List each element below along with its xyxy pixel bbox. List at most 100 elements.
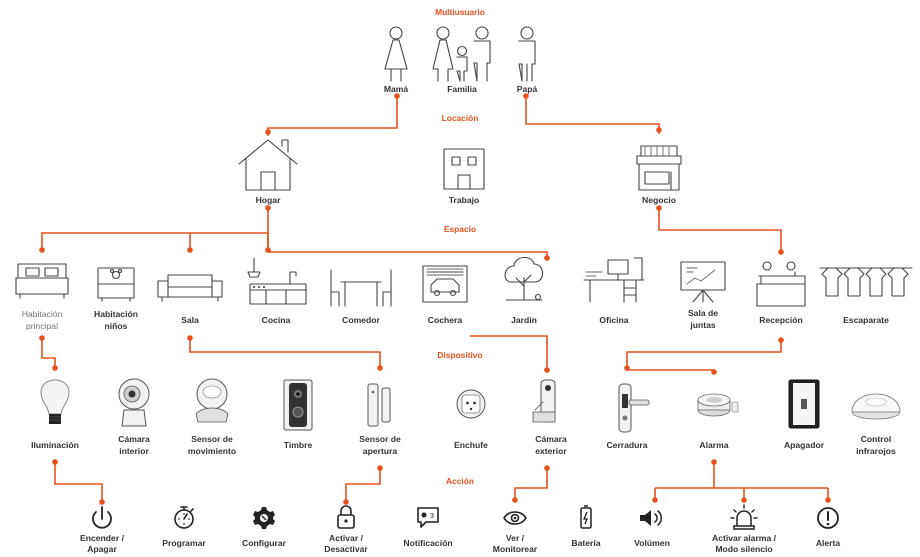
notification-badge-count: 3 [430, 513, 434, 520]
action-label-bateria: Batería [571, 538, 600, 548]
space-label-line: Habitación [22, 309, 63, 319]
action-label-volumen: Volúmen [634, 538, 670, 548]
action-label-line: Apagar [87, 544, 117, 554]
notification-bubble-icon: 3 [417, 507, 439, 528]
doorbell-icon [283, 379, 313, 431]
action-label-encender-apagar: Encender /Apagar [80, 533, 125, 554]
dot [377, 365, 383, 371]
dot [825, 497, 831, 503]
space-label-cochera: Cochera [428, 315, 463, 325]
user-label-familia: Familia [447, 84, 477, 94]
device-label-line: movimiento [188, 446, 236, 456]
dot [394, 93, 400, 99]
dot [711, 459, 717, 465]
dot [52, 365, 58, 371]
dot [544, 367, 550, 373]
dot [39, 335, 45, 341]
kids-bed-icon [97, 267, 135, 302]
dot [265, 247, 271, 253]
space-label-escaparate: Escaparate [843, 315, 889, 325]
device-label-apagador: Apagador [784, 440, 825, 450]
device-label-line: Sensor de [359, 434, 401, 444]
sofa-icon [157, 274, 223, 302]
ir-controller-icon [851, 393, 901, 420]
section-label-locacion: Locación [442, 113, 479, 123]
action-label-ver-monitorear: Ver /Monitorear [493, 533, 538, 554]
dot [656, 205, 662, 211]
door-sensor-icon [367, 383, 391, 427]
action-label-line: Activar alarma / [712, 533, 777, 543]
section-label-multiusuario: Multiusuario [435, 7, 485, 17]
space-label-line: Sala de [688, 308, 718, 318]
wall-switch-icon [788, 379, 820, 429]
section-label-dispositivo: Dispositivo [437, 350, 482, 360]
space-label-cocina: Cocina [262, 315, 291, 325]
kitchen-icon [247, 257, 307, 305]
space-label-line: juntas [689, 320, 716, 330]
dot [711, 369, 717, 375]
action-label-notificacion: Notificación [403, 538, 452, 548]
device-label-line: Sensor de [191, 434, 233, 444]
connector-dots [39, 93, 831, 505]
presentation-board-icon [680, 261, 726, 303]
dot [778, 249, 784, 255]
device-label-enchufe: Enchufe [454, 440, 488, 450]
garage-icon [422, 265, 468, 303]
action-label-line: Ver / [506, 533, 525, 543]
speaker-volume-icon [640, 510, 663, 526]
action-label-line: Desactivar [324, 544, 368, 554]
action-label-activar-alarma: Activar alarma /Modo silencio [712, 533, 777, 554]
device-label-sensor-de-movimiento: Sensor de movimiento [188, 434, 236, 456]
double-bed-icon [15, 263, 69, 299]
dining-table-icon [330, 269, 392, 307]
space-label-habitacion-ninos: Habitación niños [94, 309, 138, 331]
dot [343, 499, 349, 505]
desk-icon [583, 257, 645, 303]
battery-icon [580, 505, 592, 529]
device-label-line: Cámara [118, 434, 150, 444]
location-label-hogar: Hogar [256, 195, 281, 205]
space-label-comedor: Comedor [342, 315, 380, 325]
space-label-oficina: Oficina [599, 315, 628, 325]
office-building-icon [443, 148, 485, 190]
user-label-papa: Papá [517, 84, 538, 94]
space-label-jardin: Jardín [511, 315, 537, 325]
power-icon [92, 506, 112, 529]
location-label-trabajo: Trabajo [449, 195, 480, 205]
device-label-camara-interior: Cámara interior [118, 434, 150, 456]
settings-gear-icon [253, 507, 275, 529]
action-label-line: Modo silencio [715, 544, 772, 554]
space-label-sala: Sala [181, 315, 199, 325]
dot [778, 337, 784, 343]
device-label-line: exterior [535, 446, 567, 456]
clothes-rack-icon [819, 267, 913, 297]
device-label-cerradura: Cerradura [606, 440, 647, 450]
device-label-line: infrarojos [856, 446, 896, 456]
man-icon [518, 26, 536, 82]
woman-icon [384, 26, 408, 82]
dot [39, 247, 45, 253]
device-label-alarma: Alarma [699, 440, 728, 450]
action-label-programar: Programar [162, 538, 206, 548]
motion-sensor-icon [195, 378, 229, 423]
device-label-line: interior [119, 446, 149, 456]
action-label-line: Activar / [329, 533, 364, 543]
smart-plug-icon [456, 389, 486, 419]
space-label-recepcion: Recepción [759, 315, 802, 325]
eye-icon [503, 511, 527, 525]
space-label-sala-de-juntas: Sala de juntas [688, 308, 718, 330]
location-label-negocio: Negocio [642, 195, 676, 205]
dot [265, 205, 271, 211]
dot [544, 255, 550, 261]
action-label-alerta: Alerta [816, 538, 841, 548]
user-label-mama: Mamá [384, 84, 409, 94]
light-bulb-icon [40, 379, 70, 424]
outdoor-camera-icon [532, 379, 556, 423]
space-label-line: niños [105, 321, 128, 331]
dot [377, 465, 383, 471]
dot [624, 365, 630, 371]
space-label-line: Habitación [94, 309, 138, 319]
